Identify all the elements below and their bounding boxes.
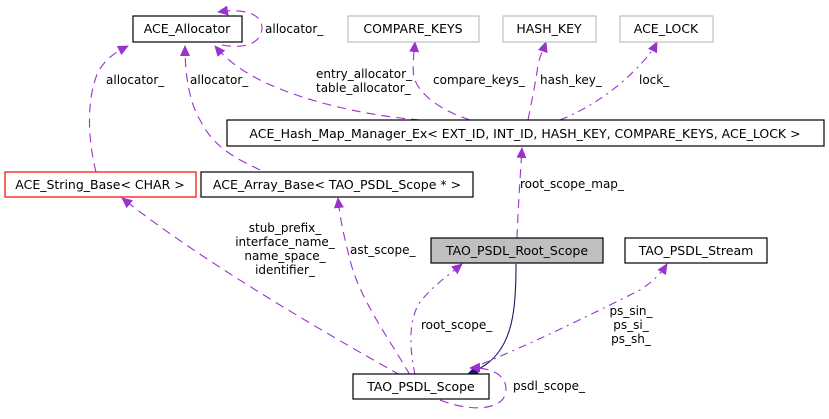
- label-root-scope: root_scope_: [421, 318, 493, 332]
- label-ps-si: ps_si_: [613, 318, 649, 332]
- node-label: HASH_KEY: [516, 21, 582, 36]
- edge-hashmap-to-acelock: [559, 41, 658, 121]
- label-ps-sin: ps_sin_: [609, 304, 653, 318]
- label-entry-allocator: entry_allocator_: [316, 67, 413, 81]
- node-string-base[interactable]: ACE_String_Base< CHAR >: [4, 171, 197, 198]
- edge-scope-to-arraybase: [333, 197, 411, 376]
- edge-hashmap-to-hashkey: [527, 41, 548, 121]
- label-allocator-self: allocator_: [265, 22, 324, 36]
- label-identifier: identifier_: [255, 263, 316, 277]
- edge-rootscope-to-hashmap: [516, 147, 527, 239]
- node-ace-lock[interactable]: ACE_LOCK: [619, 15, 714, 43]
- node-hash-key[interactable]: HASH_KEY: [502, 15, 597, 43]
- node-array-base[interactable]: ACE_Array_Base< TAO_PSDL_Scope * >: [200, 171, 474, 198]
- label-allocator-string: allocator_: [106, 73, 165, 87]
- edge-scope-to-stringbase: [121, 197, 401, 376]
- node-ace-allocator[interactable]: ACE_Allocator: [132, 15, 243, 43]
- edge-hashmap-to-comparekeys: [409, 41, 471, 121]
- edge-scope-to-rootscope: [410, 263, 463, 376]
- label-compare-keys: compare_keys_: [433, 73, 526, 87]
- node-label: TAO_PSDL_Scope: [366, 379, 475, 394]
- label-ps-sh: ps_sh_: [611, 332, 652, 346]
- label-root-scope-map: root_scope_map_: [520, 177, 625, 191]
- node-label: ACE_Array_Base< TAO_PSDL_Scope * >: [213, 177, 461, 192]
- label-psdl-scope: psdl_scope_: [513, 379, 586, 393]
- node-label: ACE_LOCK: [634, 21, 699, 36]
- label-stub-prefix: stub_prefix_: [249, 221, 323, 235]
- label-table-allocator: table_allocator_: [316, 81, 412, 95]
- node-stream[interactable]: TAO_PSDL_Stream: [624, 237, 768, 264]
- node-label: TAO_PSDL_Root_Scope: [445, 243, 588, 258]
- label-name-space: name_space_: [244, 249, 326, 263]
- node-root-scope[interactable]: TAO_PSDL_Root_Scope: [430, 237, 604, 264]
- label-allocator-array: allocator_: [190, 73, 249, 87]
- label-hash-key: hash_key_: [540, 73, 603, 87]
- edge-allocator-self: [217, 5, 263, 47]
- label-ast-scope: ast_scope_: [350, 243, 417, 257]
- label-lock: lock_: [639, 73, 670, 87]
- edge-string-to-allocator: [89, 45, 129, 173]
- node-label: COMPARE_KEYS: [363, 21, 462, 36]
- node-hash-map-manager[interactable]: ACE_Hash_Map_Manager_Ex< EXT_ID, INT_ID,…: [226, 119, 825, 147]
- edge-rootscope-inherits-scope: [467, 263, 517, 375]
- node-compare-keys[interactable]: COMPARE_KEYS: [347, 15, 480, 43]
- edge-array-to-allocator: [180, 45, 261, 171]
- node-label: ACE_Allocator: [144, 21, 231, 36]
- edge-hashmap-to-allocator: [214, 45, 421, 121]
- edge-scope-to-stream: [481, 263, 668, 365]
- node-label: ACE_Hash_Map_Manager_Ex< EXT_ID, INT_ID,…: [249, 126, 800, 141]
- node-label: ACE_String_Base< CHAR >: [15, 177, 184, 192]
- node-label: TAO_PSDL_Stream: [638, 243, 754, 258]
- node-scope[interactable]: TAO_PSDL_Scope: [352, 373, 490, 400]
- label-interface-name: interface_name_: [235, 235, 336, 249]
